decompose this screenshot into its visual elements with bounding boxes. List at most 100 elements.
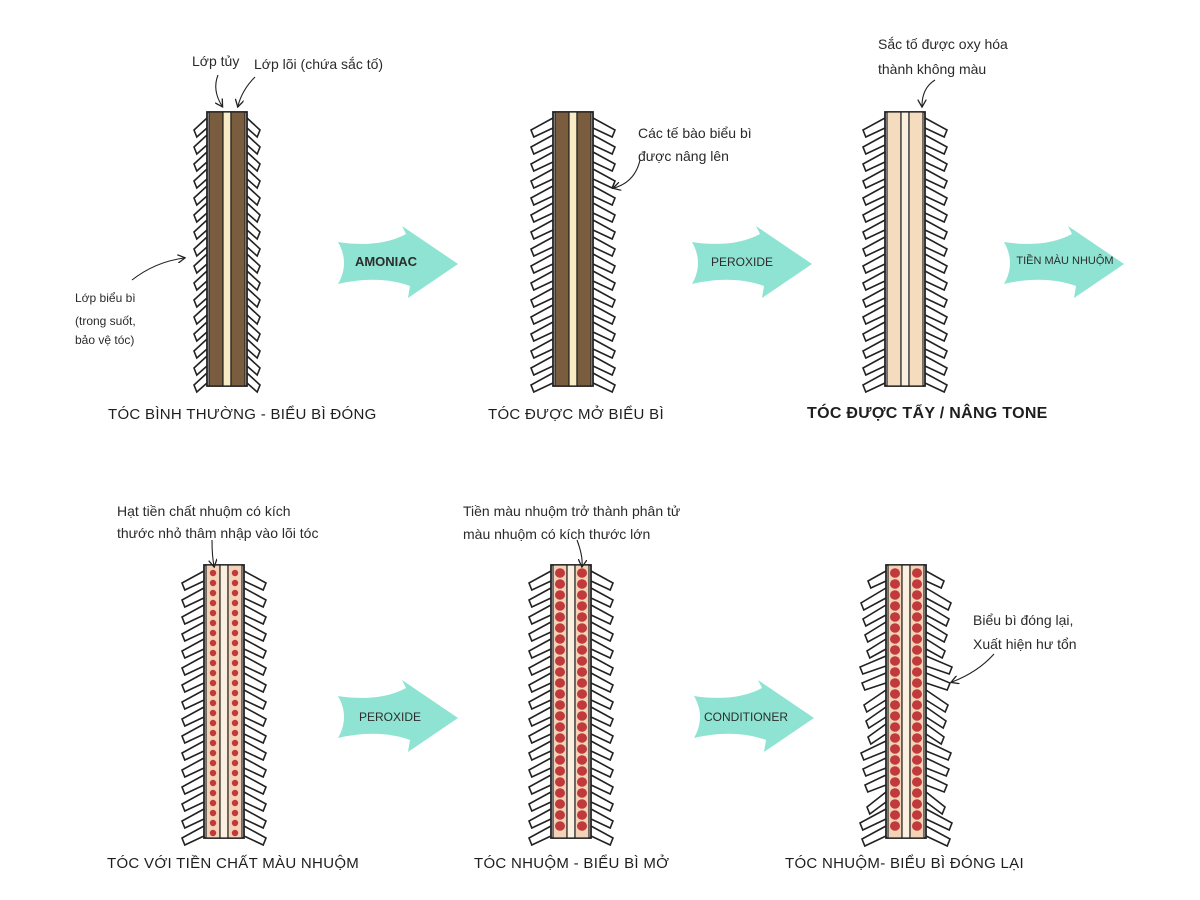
dye-molecule	[555, 766, 565, 776]
cuticle-scale-left	[863, 689, 887, 714]
dye-molecule	[555, 568, 565, 578]
dye-molecule	[555, 700, 565, 710]
cuticle-scale-left	[527, 757, 552, 779]
cortex-leader	[238, 76, 256, 106]
dye-molecule	[555, 755, 565, 765]
cuticle-scale-right	[925, 740, 953, 762]
dye-precursor-particle	[209, 619, 217, 627]
cuticle-scale-left	[193, 253, 208, 275]
cuticle-scale-right	[246, 117, 261, 139]
dye-molecule	[577, 623, 587, 633]
cuticle-scale-left	[527, 638, 552, 660]
dye-molecule	[555, 733, 565, 743]
dye-molecule	[912, 623, 922, 633]
cuticle-scale-right	[924, 321, 949, 343]
dye-precursor-particle	[209, 799, 217, 807]
cuticle-scale-right	[924, 236, 949, 258]
dye-precursor-particle	[209, 599, 217, 607]
cuticle-scale-left	[861, 219, 886, 241]
cuticle-scale-left	[529, 355, 554, 377]
cuticle-scale-left	[529, 236, 554, 258]
cuticle-scale-right	[925, 638, 946, 660]
dye-molecule	[912, 656, 922, 666]
cuticle-scale-right	[246, 372, 261, 394]
dye-molecule	[577, 788, 587, 798]
cuticle-scale-right	[590, 706, 615, 728]
cortex-left	[208, 111, 224, 387]
dye-molecule	[555, 810, 565, 820]
cuticle-scale-left	[861, 321, 886, 343]
dye-molecule	[890, 744, 900, 754]
cuticle-scale-right	[925, 689, 949, 714]
dye-molecule	[912, 799, 922, 809]
cuticle-scale-right	[246, 321, 261, 343]
dye-precursor-particle	[231, 719, 239, 727]
cuticle-scale-right	[243, 672, 268, 694]
dye-precursor-particle	[231, 769, 239, 777]
medulla-leader	[216, 74, 222, 106]
cuticle-scale-right	[924, 338, 949, 360]
cuticle-scale-right	[925, 587, 952, 612]
cuticle-scale-right	[925, 825, 952, 848]
dye-precursor-particle	[231, 669, 239, 677]
dye-precursor-particle	[209, 569, 217, 577]
cuticle-scale-right	[246, 151, 261, 173]
arrow-dye-precursor	[1004, 226, 1124, 298]
dye-molecule	[912, 755, 922, 765]
cuticle-scale-left	[180, 621, 205, 643]
dye-precursor-particle	[209, 769, 217, 777]
dye-molecule	[890, 645, 900, 655]
cuticle-scale-left	[529, 253, 554, 275]
cuticle-scale-right	[243, 655, 268, 677]
dye-precursor-particle	[231, 819, 239, 827]
dye-molecule	[577, 722, 587, 732]
dye-precursor-particle	[231, 699, 239, 707]
cuticle-scale-right	[243, 621, 268, 643]
dye-precursor-particle	[209, 739, 217, 747]
dye-molecule	[912, 689, 922, 699]
dye-precursor-particle	[209, 609, 217, 617]
dye-molecule	[890, 788, 900, 798]
cuticle-scale-right	[246, 253, 261, 275]
dye-precursor-particle	[209, 689, 217, 697]
cuticle-scale-right	[924, 185, 949, 207]
dye-molecule	[577, 656, 587, 666]
dyed-closed-hair-strand	[858, 564, 954, 848]
cuticle-scale-left	[529, 321, 554, 343]
cuticle-scale-left	[180, 638, 205, 660]
cuticle-scale-left	[193, 168, 208, 190]
dye-molecule	[912, 667, 922, 677]
cuticle-scale-right	[592, 117, 617, 139]
cuticle-scale-left	[861, 117, 886, 139]
cuticle-scale-left	[180, 655, 205, 677]
cuticle-scale-left	[180, 740, 205, 762]
cuticle-scale-right	[592, 372, 617, 394]
dye-molecule	[555, 590, 565, 600]
cuticle-scale-right	[246, 185, 261, 207]
dye-molecule	[577, 810, 587, 820]
cuticle-scale-right	[592, 236, 617, 258]
cuticle-scale-right	[590, 655, 615, 677]
cuticle-scale-left	[527, 621, 552, 643]
dye-molecule	[577, 766, 587, 776]
cuticle-scale-right	[243, 706, 268, 728]
dye-precursor-particle	[209, 659, 217, 667]
cuticle-leader	[131, 258, 184, 281]
dye-molecule	[912, 788, 922, 798]
cuticle-scale-right	[243, 774, 268, 796]
cuticle-scale-left	[860, 825, 887, 848]
cuticle-scale-left	[864, 621, 887, 644]
cuticle-scale-left	[527, 655, 552, 677]
dye-molecule	[555, 579, 565, 589]
cuticle-scale-right	[246, 287, 261, 309]
dye-molecule	[890, 755, 900, 765]
dye-molecule	[555, 744, 565, 754]
cuticle-scale-left	[866, 791, 887, 816]
cuticle-scale-left	[527, 723, 552, 745]
cuticle-scale-right	[246, 304, 261, 326]
dye-molecule	[577, 711, 587, 721]
cuticle-scale-left	[193, 134, 208, 156]
dye-precursor-particle	[209, 809, 217, 817]
dye-molecule	[577, 667, 587, 677]
cuticle-scale-left	[861, 151, 886, 173]
